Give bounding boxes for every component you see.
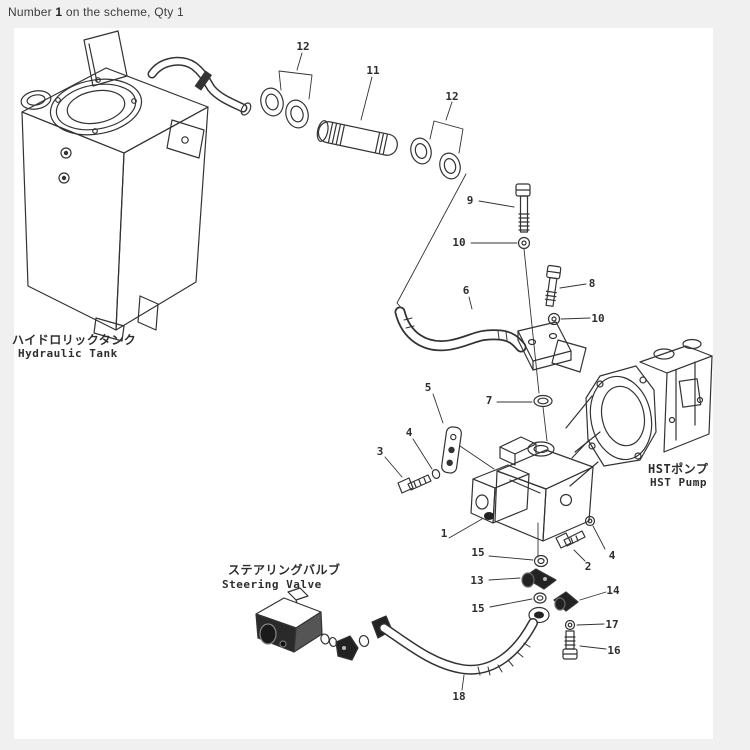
- bolt-3-drawing: [384, 456, 432, 494]
- tube-11-drawing: [316, 76, 398, 156]
- plate-5-drawing: [432, 393, 462, 474]
- fitting-13-drawing: [488, 568, 557, 590]
- bolt-8-drawing: [544, 264, 587, 307]
- hydraulic-tank-label-jp: ハイドロリックタンク: [12, 333, 136, 347]
- steering-valve-drawing: [255, 587, 370, 661]
- hst-pump-drawing: [565, 338, 713, 467]
- main-pump-drawing: [448, 431, 601, 558]
- callout-2[interactable]: 2: [585, 560, 592, 573]
- steering-valve-label-en: Steering Valve: [222, 578, 322, 591]
- hose-end-flange-drawing: [528, 606, 550, 624]
- callout-15b[interactable]: 15: [471, 602, 484, 615]
- diagram-canvas: [14, 28, 713, 739]
- washer-4-right-drawing: [584, 515, 606, 550]
- callout-18[interactable]: 18: [452, 690, 465, 703]
- callout-12a[interactable]: 12: [296, 40, 309, 53]
- hose-18-drawing: [371, 615, 538, 691]
- callout-3[interactable]: 3: [377, 445, 384, 458]
- scheme-status-suffix: on the scheme, Qty 1: [62, 5, 184, 19]
- hydraulic-tank-label-en: Hydraulic Tank: [18, 347, 118, 360]
- scheme-status-text: Number 1 on the scheme, Qty 1: [8, 5, 184, 19]
- component-labels: ハイドロリックタンク Hydraulic Tank HSTポンプ HST Pum…: [12, 333, 709, 591]
- oring-15-lower-drawing: [489, 592, 547, 608]
- hose-clamps-12-left-drawing: [260, 52, 313, 129]
- callout-4b[interactable]: 4: [609, 549, 616, 562]
- bolt-2-drawing: [555, 530, 586, 562]
- oring-15-upper-drawing: [488, 554, 549, 568]
- callout-12b[interactable]: 12: [445, 90, 458, 103]
- bolt-9-drawing: [478, 183, 531, 233]
- hst-pump-label-en: HST Pump: [650, 476, 707, 489]
- callout-10a[interactable]: 10: [452, 236, 465, 249]
- washer-10-lower-drawing: [547, 312, 591, 326]
- callout-10b[interactable]: 10: [591, 312, 604, 325]
- callout-8[interactable]: 8: [589, 277, 596, 290]
- callout-5[interactable]: 5: [425, 381, 432, 394]
- pump-inlet-flange-drawing: [517, 321, 587, 373]
- steering-valve-label-jp: ステアリングバルブ: [228, 562, 341, 577]
- callout-15a[interactable]: 15: [471, 546, 484, 559]
- scheme-selected-number: 1: [55, 5, 63, 19]
- hose-6-drawing: [394, 296, 527, 353]
- scheme-status-prefix: Number: [8, 5, 56, 19]
- washer-4-left-drawing: [412, 438, 441, 479]
- callout-labels: 1 2 3 4 4 5 6 7 8 9 10 10 11 12 12 13 14…: [296, 40, 621, 703]
- hst-pump-label-jp: HSTポンプ: [648, 461, 709, 476]
- callout-1[interactable]: 1: [441, 527, 448, 540]
- callout-17[interactable]: 17: [605, 618, 618, 631]
- fitting-14-drawing: [553, 591, 607, 612]
- callout-13[interactable]: 13: [470, 574, 483, 587]
- oring-7-drawing: [496, 394, 553, 442]
- callout-7[interactable]: 7: [486, 394, 493, 407]
- callout-14[interactable]: 14: [606, 584, 620, 597]
- hydraulic-tank-drawing: [20, 30, 209, 342]
- callout-11[interactable]: 11: [366, 64, 380, 77]
- callout-6[interactable]: 6: [463, 284, 470, 297]
- callout-16[interactable]: 16: [607, 644, 621, 657]
- callout-9[interactable]: 9: [467, 194, 474, 207]
- bolt-16-drawing: [562, 630, 607, 660]
- washer-17-drawing: [564, 619, 605, 631]
- callout-4a[interactable]: 4: [406, 426, 413, 439]
- tank-hose-drawing: [147, 56, 252, 116]
